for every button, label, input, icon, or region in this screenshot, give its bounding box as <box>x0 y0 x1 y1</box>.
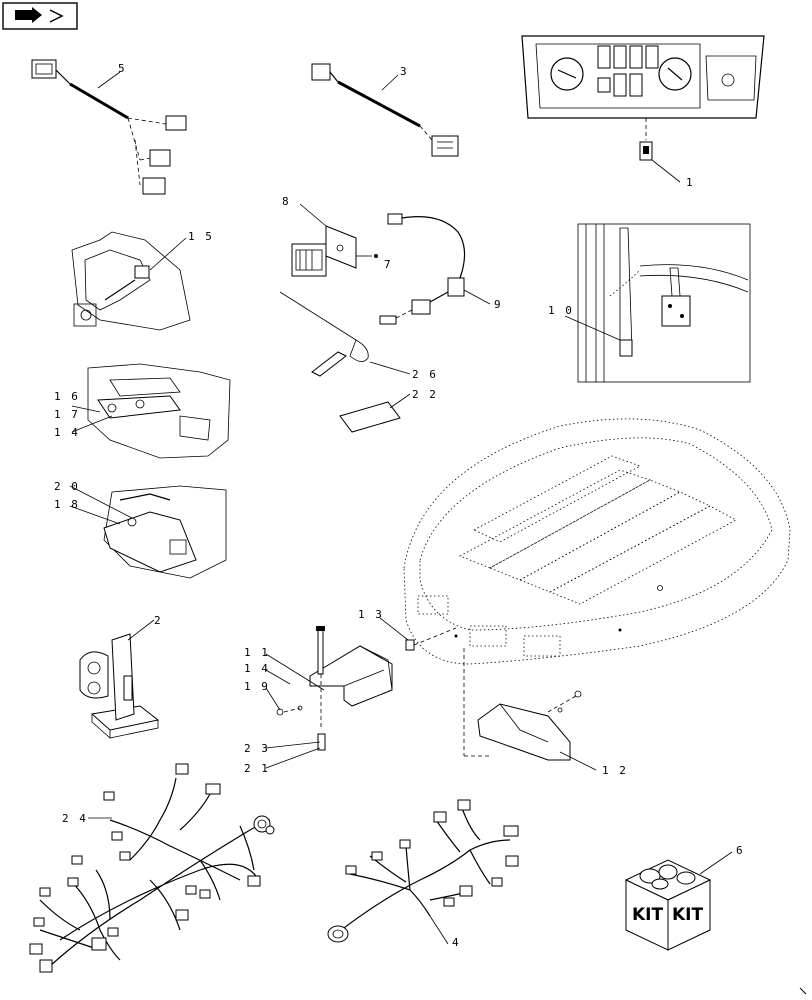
part-3-cable <box>311 63 459 157</box>
callout-14b: 1 4 <box>244 662 270 675</box>
callout-14a: 1 4 <box>54 426 80 439</box>
part-24-harness <box>29 763 275 973</box>
callout-18: 1 8 <box>54 498 80 511</box>
callout-6: 6 <box>736 844 745 857</box>
cab-roof <box>403 418 791 665</box>
part-12-bracket <box>463 648 597 771</box>
callout-4: 4 <box>452 936 461 949</box>
callout-8: 8 <box>282 195 291 208</box>
part-13-spacer <box>379 617 457 651</box>
part-2-holder <box>79 619 160 739</box>
callout-21: 2 1 <box>244 762 270 775</box>
corner-mark <box>799 987 807 995</box>
callout-26: 2 6 <box>412 368 438 381</box>
part-22-pad <box>339 393 411 433</box>
part-20-18-inset <box>69 485 227 579</box>
callout-17: 1 7 <box>54 408 80 421</box>
part-26-wire <box>279 291 411 377</box>
part-5-harness <box>31 59 187 195</box>
part-6-kit-box: KIT KIT <box>624 851 733 951</box>
part-1-dashboard <box>521 35 765 183</box>
part-4-harness <box>327 799 519 945</box>
kit-label-left: KIT <box>632 905 663 925</box>
callout-2: 2 <box>154 614 163 627</box>
part-10-inset <box>564 223 751 383</box>
callout-20: 2 0 <box>54 480 80 493</box>
part-9-cable <box>379 213 491 325</box>
callout-19: 1 9 <box>244 680 270 693</box>
callout-16: 1 6 <box>54 390 80 403</box>
part-8-relay-bracket <box>291 203 378 277</box>
part-16-17-14-inset <box>71 363 231 459</box>
callout-23: 2 3 <box>244 742 270 755</box>
callout-1: 1 <box>686 176 695 189</box>
part-15-inset <box>71 231 191 331</box>
kit-label-right: KIT <box>672 905 703 925</box>
callout-10: 1 0 <box>548 304 574 317</box>
callout-12: 1 2 <box>602 764 628 777</box>
callout-7: 7 <box>384 258 393 271</box>
callout-13: 1 3 <box>358 608 384 621</box>
callout-22: 2 2 <box>412 388 438 401</box>
callout-15: 1 5 <box>188 230 214 243</box>
callout-9: 9 <box>494 298 503 311</box>
callout-3: 3 <box>400 65 409 78</box>
callout-24: 2 4 <box>62 812 88 825</box>
callout-11: 1 1 <box>244 646 270 659</box>
part-11-bracket <box>265 626 393 769</box>
callout-5: 5 <box>118 62 127 75</box>
arrow-forward-icon[interactable] <box>2 2 78 30</box>
